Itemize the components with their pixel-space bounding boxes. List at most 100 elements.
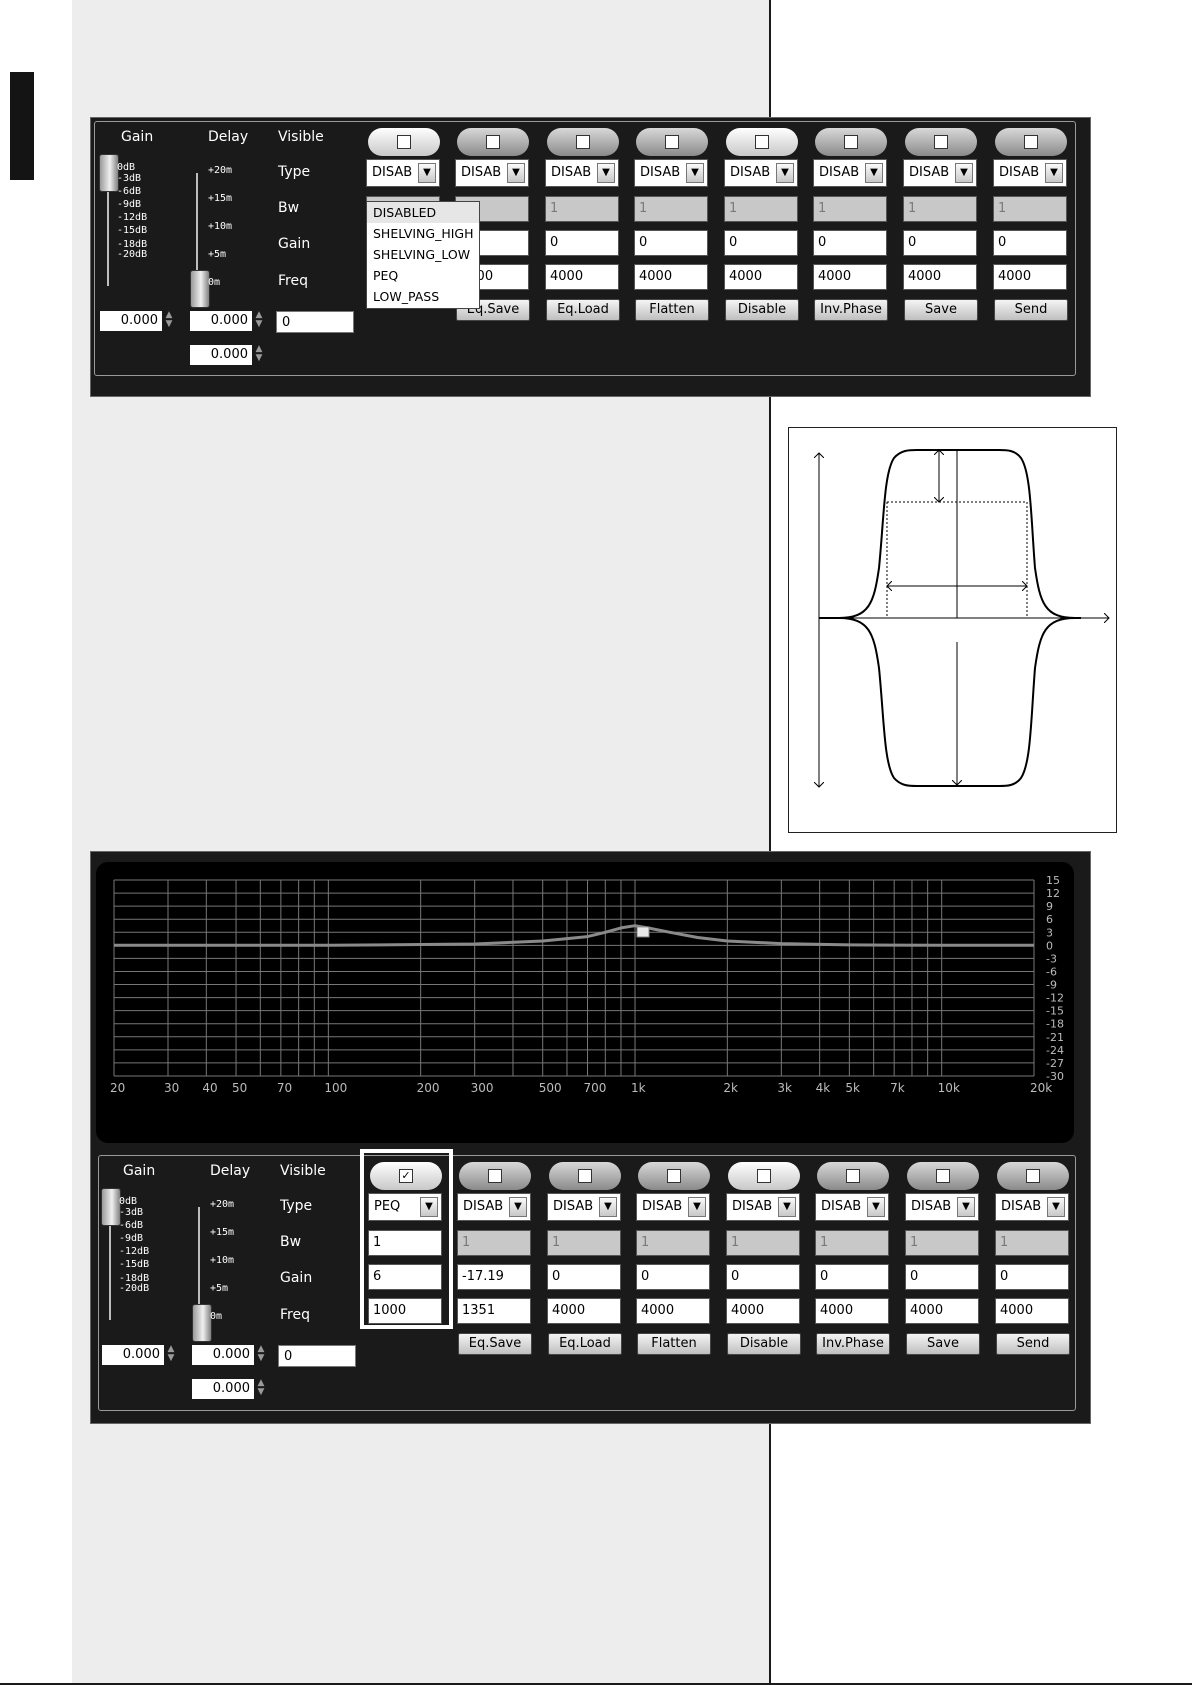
band-7-freq-field[interactable]: 4000 bbox=[903, 264, 977, 290]
inv-phase-button[interactable]: Inv.Phase bbox=[814, 299, 888, 321]
gain-spinner-icon[interactable]: ▲▼ bbox=[165, 310, 173, 329]
chevron-down-icon[interactable]: ▼ bbox=[597, 163, 615, 183]
band-6-freq-field[interactable]: 4000 bbox=[813, 264, 887, 290]
gain-value-field[interactable]: 0.000 bbox=[102, 1345, 164, 1365]
band-5-bw-field[interactable]: 1 bbox=[726, 1230, 800, 1256]
band-2-freq-field[interactable]: 1351 bbox=[457, 1298, 531, 1324]
band-1-bw-field[interactable]: 1 bbox=[368, 1230, 442, 1256]
band-5-visible-toggle[interactable] bbox=[728, 1162, 800, 1190]
delay-value-field-2[interactable]: 0.000 bbox=[192, 1379, 254, 1399]
band-5-freq-field[interactable]: 4000 bbox=[726, 1298, 800, 1324]
band-8-gain-field[interactable]: 0 bbox=[995, 1264, 1069, 1290]
band-4-freq-field[interactable]: 4000 bbox=[634, 264, 708, 290]
checkbox-icon[interactable] bbox=[488, 1169, 502, 1183]
band-4-visible-toggle[interactable] bbox=[636, 128, 708, 156]
band-3-freq-field[interactable]: 4000 bbox=[545, 264, 619, 290]
band-1-gain-field[interactable]: 6 bbox=[368, 1264, 442, 1290]
delay-slider-track[interactable] bbox=[198, 1207, 200, 1322]
band-3-visible-toggle[interactable] bbox=[549, 1162, 621, 1190]
chevron-down-icon[interactable]: ▼ bbox=[955, 163, 973, 183]
band-4-type-select[interactable]: DISAB▼ bbox=[634, 159, 708, 187]
gain-slider-knob[interactable] bbox=[99, 154, 119, 192]
band-3-gain-field[interactable]: 0 bbox=[547, 1264, 621, 1290]
checkbox-icon[interactable] bbox=[576, 135, 590, 149]
chevron-down-icon[interactable]: ▼ bbox=[865, 163, 883, 183]
band-4-gain-field[interactable]: 0 bbox=[636, 1264, 710, 1290]
delay-spinner-icon-2[interactable]: ▲▼ bbox=[255, 344, 263, 363]
dropdown-option-peq[interactable]: PEQ bbox=[373, 268, 399, 283]
chevron-down-icon[interactable]: ▼ bbox=[957, 1197, 975, 1217]
chevron-down-icon[interactable]: ▼ bbox=[599, 1197, 617, 1217]
chevron-down-icon[interactable]: ▼ bbox=[778, 1197, 796, 1217]
flatten-button[interactable]: Flatten bbox=[637, 1333, 711, 1355]
save-button[interactable]: Save bbox=[904, 299, 978, 321]
band-3-type-select[interactable]: DISAB▼ bbox=[545, 159, 619, 187]
chevron-down-icon[interactable]: ▼ bbox=[688, 1197, 706, 1217]
gain-slider-track[interactable] bbox=[107, 158, 109, 286]
checkbox-icon[interactable] bbox=[844, 135, 858, 149]
dropdown-option-shelving-high[interactable]: SHELVING_HIGH bbox=[373, 226, 474, 241]
delay-slider-track[interactable] bbox=[196, 173, 198, 288]
band-3-freq-field[interactable]: 4000 bbox=[547, 1298, 621, 1324]
dropdown-option-disabled[interactable]: DISABLED bbox=[367, 202, 479, 223]
chevron-down-icon[interactable]: ▼ bbox=[686, 163, 704, 183]
band-8-visible-toggle[interactable] bbox=[997, 1162, 1069, 1190]
band-8-freq-field[interactable]: 4000 bbox=[993, 264, 1067, 290]
checkbox-icon[interactable] bbox=[755, 135, 769, 149]
band-1-visible-toggle[interactable] bbox=[368, 128, 440, 156]
eq-load-button[interactable]: Eq.Load bbox=[546, 299, 620, 321]
band-5-gain-field[interactable]: 0 bbox=[724, 230, 798, 256]
band-6-gain-field[interactable]: 0 bbox=[813, 230, 887, 256]
band-2-visible-toggle[interactable] bbox=[459, 1162, 531, 1190]
chevron-down-icon[interactable]: ▼ bbox=[507, 163, 525, 183]
chevron-down-icon[interactable]: ▼ bbox=[867, 1197, 885, 1217]
band-2-gain-field[interactable]: -17.19 bbox=[457, 1264, 531, 1290]
delay-spinner-icon-2[interactable]: ▲▼ bbox=[257, 1378, 265, 1397]
band-6-type-select[interactable]: DISAB▼ bbox=[815, 1193, 889, 1221]
delay-value-field[interactable]: 0.000 bbox=[192, 1345, 254, 1365]
delay-slider-knob[interactable] bbox=[192, 1304, 212, 1342]
band-6-freq-field[interactable]: 4000 bbox=[815, 1298, 889, 1324]
band-4-bw-field[interactable]: 1 bbox=[636, 1230, 710, 1256]
chevron-down-icon[interactable]: ▼ bbox=[776, 163, 794, 183]
band-1-type-select[interactable]: DISAB▼ bbox=[366, 159, 440, 187]
checkbox-icon[interactable] bbox=[936, 1169, 950, 1183]
checkbox-icon[interactable] bbox=[934, 135, 948, 149]
band-5-bw-field[interactable]: 1 bbox=[724, 196, 798, 222]
band-1-type-select[interactable]: PEQ▼ bbox=[368, 1193, 442, 1221]
flatten-button[interactable]: Flatten bbox=[635, 299, 709, 321]
band-5-type-select[interactable]: DISAB▼ bbox=[724, 159, 798, 187]
band-4-visible-toggle[interactable] bbox=[638, 1162, 710, 1190]
band-2-type-select[interactable]: DISAB▼ bbox=[455, 159, 529, 187]
send-button[interactable]: Send bbox=[996, 1333, 1070, 1355]
band-3-bw-field[interactable]: 1 bbox=[547, 1230, 621, 1256]
checkbox-icon[interactable] bbox=[1024, 135, 1038, 149]
chevron-down-icon[interactable]: ▼ bbox=[420, 1197, 438, 1217]
band-6-gain-field[interactable]: 0 bbox=[815, 1264, 889, 1290]
band-6-visible-toggle[interactable] bbox=[815, 128, 887, 156]
band-3-type-select[interactable]: DISAB▼ bbox=[547, 1193, 621, 1221]
delay-slider-knob[interactable] bbox=[190, 270, 210, 308]
band-8-type-select[interactable]: DISAB▼ bbox=[995, 1193, 1069, 1221]
band-7-visible-toggle[interactable] bbox=[907, 1162, 979, 1190]
checkbox-icon[interactable] bbox=[757, 1169, 771, 1183]
checkbox-icon[interactable]: ✓ bbox=[399, 1169, 413, 1183]
band-8-freq-field[interactable]: 4000 bbox=[995, 1298, 1069, 1324]
band-4-type-select[interactable]: DISAB▼ bbox=[636, 1193, 710, 1221]
band-6-bw-field[interactable]: 1 bbox=[815, 1230, 889, 1256]
chevron-down-icon[interactable]: ▼ bbox=[1047, 1197, 1065, 1217]
send-button[interactable]: Send bbox=[994, 299, 1068, 321]
band-8-visible-toggle[interactable] bbox=[995, 128, 1067, 156]
band-5-visible-toggle[interactable] bbox=[726, 128, 798, 156]
dropdown-option-low-pass[interactable]: LOW_PASS bbox=[373, 289, 440, 304]
band-4-freq-field[interactable]: 4000 bbox=[636, 1298, 710, 1324]
checkbox-icon[interactable] bbox=[665, 135, 679, 149]
band-1-visible-toggle[interactable]: ✓ bbox=[370, 1162, 442, 1190]
chevron-down-icon[interactable]: ▼ bbox=[1045, 163, 1063, 183]
band-7-freq-field[interactable]: 4000 bbox=[905, 1298, 979, 1324]
gain-spinner-icon[interactable]: ▲▼ bbox=[167, 1344, 175, 1363]
band-1-freq-field[interactable]: 1000 bbox=[368, 1298, 442, 1324]
